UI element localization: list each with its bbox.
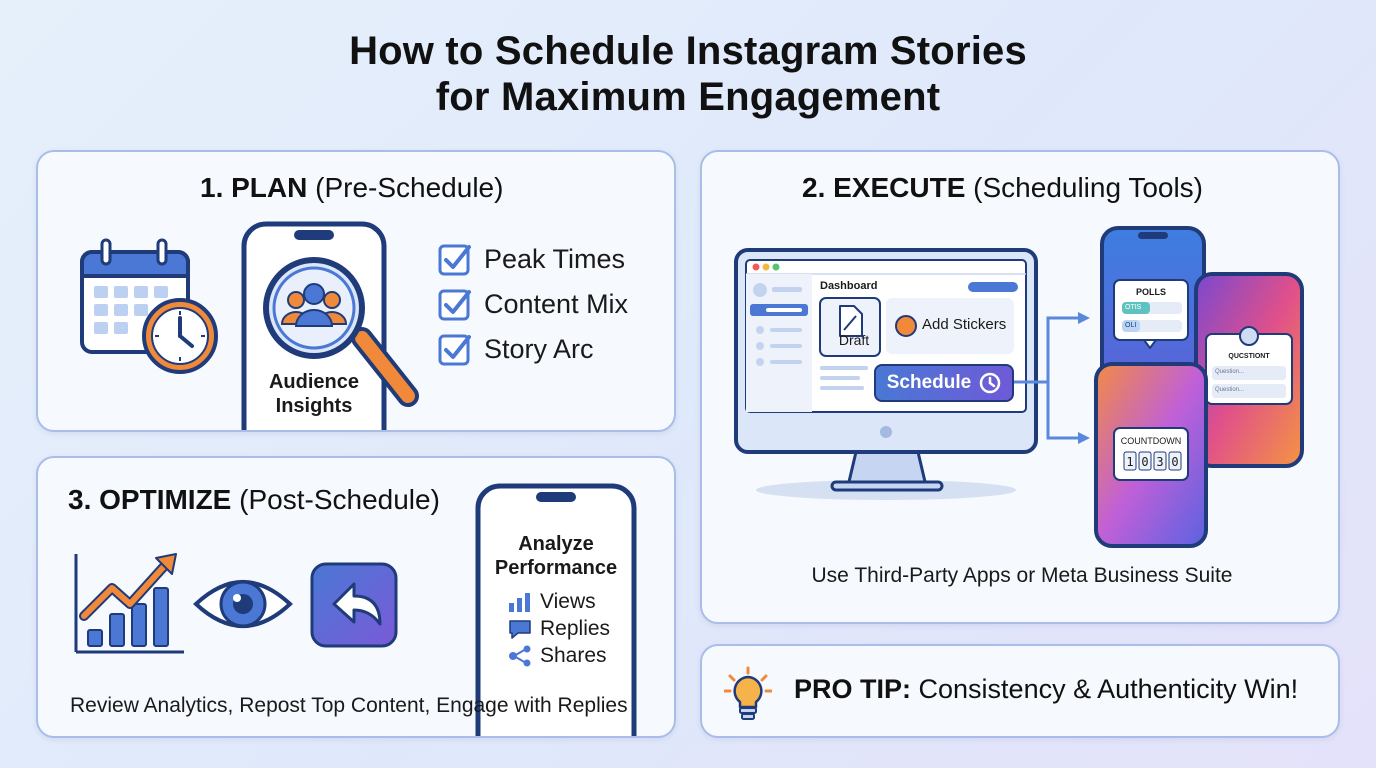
polls-label: POLLS	[1135, 287, 1166, 297]
metric-label: Shares	[540, 644, 607, 667]
dashboard-label: Dashboard	[820, 280, 878, 292]
analyze-phone-icon	[475, 483, 637, 736]
checkbox-checked-icon	[438, 334, 471, 366]
title-line-2: for Maximum Engagement	[435, 75, 941, 119]
execute-caption: Use Third-Party Apps or Meta Business Su…	[811, 564, 1233, 587]
eye-icon	[193, 580, 293, 628]
audience-label-line1: Audience	[268, 371, 360, 393]
checklist-label: Peak Times	[484, 243, 626, 274]
repost-icon	[310, 562, 398, 648]
draft-label: Draft	[838, 332, 870, 348]
plan-heading-bold: 1. PLAN	[200, 172, 308, 203]
speech-bubble-icon	[509, 620, 531, 639]
countdown-digit: 3	[1156, 455, 1164, 469]
add-stickers-label: Add Stickers	[922, 316, 1007, 333]
metric-shares: Shares	[508, 644, 607, 668]
question-label: QUCSTIONT	[1228, 353, 1270, 360]
countdown-digit: 0	[1141, 455, 1149, 469]
lightbulb-icon	[724, 666, 772, 720]
pro-tip-text: PRO TIP: Consistency & Authenticity Win!	[794, 674, 1298, 705]
optimize-heading-bold: 3. OPTIMIZE	[68, 484, 232, 515]
checklist-label: Content Mix	[484, 288, 629, 319]
checklist-item-peak-times: Peak Times	[438, 242, 625, 276]
title-line-1: How to Schedule Instagram Stories	[349, 29, 1027, 73]
bar-chart-icon	[509, 593, 530, 612]
checklist-item-story-arc: Story Arc	[438, 332, 594, 366]
metric-views: Views	[508, 590, 596, 614]
countdown-digit: 1	[1126, 455, 1134, 469]
plan-card: 1. PLAN (Pre-Schedule)	[36, 150, 676, 432]
poll-option-1: OTIS	[1125, 304, 1142, 311]
question-field-2: Question...	[1215, 387, 1245, 393]
optimize-heading: 3. OPTIMIZE (Post-Schedule)	[68, 484, 440, 516]
analyze-title-line2: Performance	[494, 557, 618, 579]
checklist-item-content-mix: Content Mix	[438, 287, 628, 321]
optimize-heading-rest: (Post-Schedule)	[231, 484, 440, 515]
countdown-digit: 0	[1171, 455, 1179, 469]
pro-tip-rest: Consistency & Authenticity Win!	[911, 674, 1299, 704]
growth-chart-icon	[74, 553, 184, 654]
optimize-card: 3. OPTIMIZE (Post-Schedule) Analyze Perf…	[36, 456, 676, 738]
audience-phone-icon	[241, 221, 419, 430]
execute-card: 2. EXECUTE (Scheduling Tools) Dashboard …	[700, 150, 1340, 624]
plan-heading-rest: (Pre-Schedule)	[307, 172, 504, 203]
metric-label: Views	[540, 590, 596, 613]
schedule-button-label: Schedule	[886, 372, 972, 393]
plan-heading: 1. PLAN (Pre-Schedule)	[200, 172, 503, 204]
question-field-1: Question...	[1215, 369, 1245, 375]
pro-tip-card: PRO TIP: Consistency & Authenticity Win!	[700, 644, 1340, 738]
metric-replies: Replies	[508, 617, 610, 641]
clock-icon	[979, 372, 1001, 394]
audience-insights-label: Audience Insights	[244, 370, 384, 418]
checklist-label: Story Arc	[484, 333, 594, 364]
analyze-title-line1: Analyze	[518, 533, 594, 555]
share-icon	[509, 645, 531, 667]
execute-heading: 2. EXECUTE (Scheduling Tools)	[802, 172, 1203, 204]
poll-option-2: OLI	[1125, 322, 1137, 329]
optimize-caption: Review Analytics, Repost Top Content, En…	[70, 694, 628, 717]
pro-tip-bold: PRO TIP:	[794, 674, 912, 704]
analyze-title: Analyze Performance	[478, 532, 634, 580]
checkbox-checked-icon	[438, 244, 471, 276]
schedule-button[interactable]: Schedule	[874, 364, 1014, 402]
execute-heading-rest: (Scheduling Tools)	[965, 172, 1204, 203]
page-title: How to Schedule Instagram Stories for Ma…	[0, 28, 1376, 120]
countdown-label: COUNTDOWN	[1120, 436, 1182, 446]
metric-label: Replies	[540, 617, 611, 640]
audience-label-line2: Insights	[275, 395, 353, 417]
checkbox-checked-icon	[438, 289, 471, 321]
execute-heading-bold: 2. EXECUTE	[802, 172, 966, 203]
connector-arrows	[1014, 312, 1090, 444]
story-phones-icon	[1094, 226, 1304, 548]
calendar-clock-icon	[80, 238, 218, 374]
